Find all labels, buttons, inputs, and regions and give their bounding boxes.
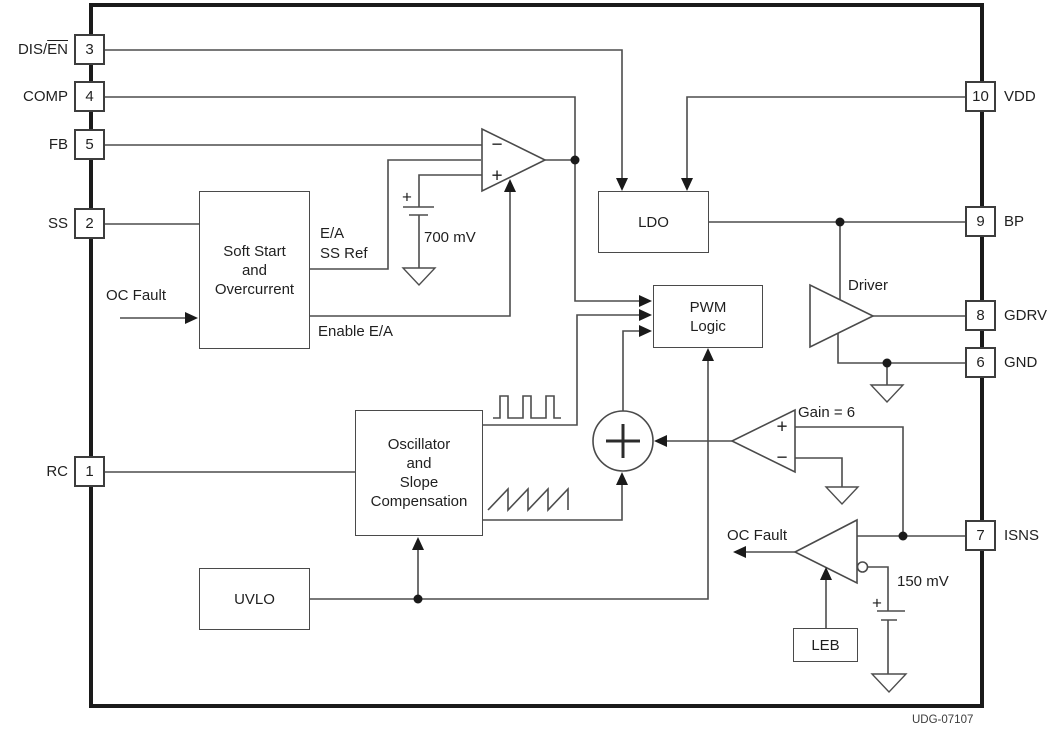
arrow-left-icon: [654, 435, 667, 447]
wire-summer-out: [622, 330, 640, 411]
wire-ea-plus: [418, 174, 482, 207]
wire-enable-ea: [309, 192, 511, 317]
leb-block: LEB: [793, 628, 858, 662]
driver-amp-icon: [809, 283, 875, 349]
gain-amp-plus-sign: +: [776, 416, 788, 438]
ground-icon: [869, 384, 905, 404]
pin-7: 7: [965, 520, 996, 551]
pin-label-vdd: VDD: [1004, 88, 1036, 105]
pin-1: 1: [74, 456, 105, 487]
pin-label-comp: COMP: [23, 88, 68, 105]
arrow-up-icon: [616, 472, 628, 485]
uvlo-block: UVLO: [199, 568, 310, 630]
gain-amp-minus-sign: −: [776, 447, 788, 469]
error-amp-minus-sign: −: [491, 134, 503, 156]
wire-ramp-to-summer: [482, 485, 623, 521]
pin-label-ss: SS: [47, 215, 68, 232]
arrow-right-icon: [639, 309, 652, 321]
wire-ss-ref: [309, 159, 481, 270]
wire-driver-gnd: [837, 332, 965, 385]
wire-vdd-to-ldo: [686, 96, 965, 179]
pwm-logic-block: PWM Logic: [653, 285, 763, 348]
enable-ea-label: Enable E/A: [318, 323, 394, 340]
error-amp-icon: [481, 127, 547, 193]
driver-label: Driver: [848, 277, 888, 294]
junction-dot: [898, 531, 908, 541]
wire-gain-minus: [795, 457, 843, 487]
wire-disen-to-ldo: [105, 49, 623, 179]
pin-label-dis-en: DIS/EN: [17, 41, 68, 58]
junction-dot: [413, 594, 423, 604]
ground-icon: [401, 267, 437, 287]
battery-700mv: [403, 206, 434, 268]
ground-icon: [870, 673, 908, 694]
gain-amp-icon: [730, 408, 796, 474]
arrow-down-icon: [681, 178, 693, 191]
ldo-block: LDO: [598, 191, 709, 253]
inverting-bubble-icon: [856, 561, 869, 573]
junction-dot: [882, 358, 892, 368]
wire-clock: [482, 314, 640, 426]
wire-ea-out: [545, 159, 640, 302]
arrow-right-icon: [185, 312, 198, 324]
pin-6: 6: [965, 347, 996, 378]
pin-5: 5: [74, 129, 105, 160]
pin-label-isns: ISNS: [1004, 527, 1040, 544]
arrow-down-icon: [616, 178, 628, 191]
ref-700mv-label: 700 mV: [424, 229, 476, 246]
oc-fault-output-label: OC Fault: [727, 527, 788, 544]
pin-3: 3: [74, 34, 105, 65]
pin-8: 8: [965, 300, 996, 331]
pin-label-gdrv: GDRV: [1004, 307, 1048, 324]
arrow-left-icon: [733, 546, 746, 558]
junction-dot: [570, 155, 580, 165]
wire-comp: [105, 96, 576, 160]
battery-700mv-plus-sign: +: [402, 187, 412, 207]
pin-2: 2: [74, 208, 105, 239]
pin-label-rc: RC: [46, 463, 68, 480]
ground-icon: [824, 486, 860, 506]
arrowheads: [185, 178, 832, 580]
pin-4: 4: [74, 81, 105, 112]
arrow-right-icon: [639, 325, 652, 337]
oscillator-block: Oscillator and Slope Compensation: [355, 410, 483, 536]
ref-150mv-label: 150 mV: [897, 573, 949, 590]
arrow-up-icon: [412, 537, 424, 550]
soft-start-block: Soft Start and Overcurrent: [199, 191, 310, 349]
pin-9: 9: [965, 206, 996, 237]
arrow-right-icon: [639, 295, 652, 307]
ea-ss-ref-label: E/A SS Ref: [320, 225, 368, 262]
pin-10: 10: [965, 81, 996, 112]
oc-fault-input-label: OC Fault: [106, 287, 167, 304]
pin-label-gnd: GND: [1004, 354, 1038, 371]
wire-gain-plus: [795, 426, 904, 536]
pin-label-bp: BP: [1004, 213, 1025, 230]
error-amp-plus-sign: +: [491, 165, 503, 187]
waveform-pulses: [493, 395, 561, 419]
figure-code: UDG-07107: [912, 714, 974, 726]
summing-junction-icon: [592, 410, 654, 472]
pin-label-fb: FB: [48, 136, 68, 153]
battery-150mv-plus-sign: +: [872, 593, 882, 613]
gain-label: Gain = 6: [798, 404, 856, 421]
battery-150mv: [868, 566, 905, 674]
arrow-up-icon: [504, 179, 516, 192]
arrow-up-icon: [820, 567, 832, 580]
junction-dot: [835, 217, 845, 227]
arrow-up-icon: [702, 348, 714, 361]
waveform-sawtooth: [487, 487, 569, 512]
